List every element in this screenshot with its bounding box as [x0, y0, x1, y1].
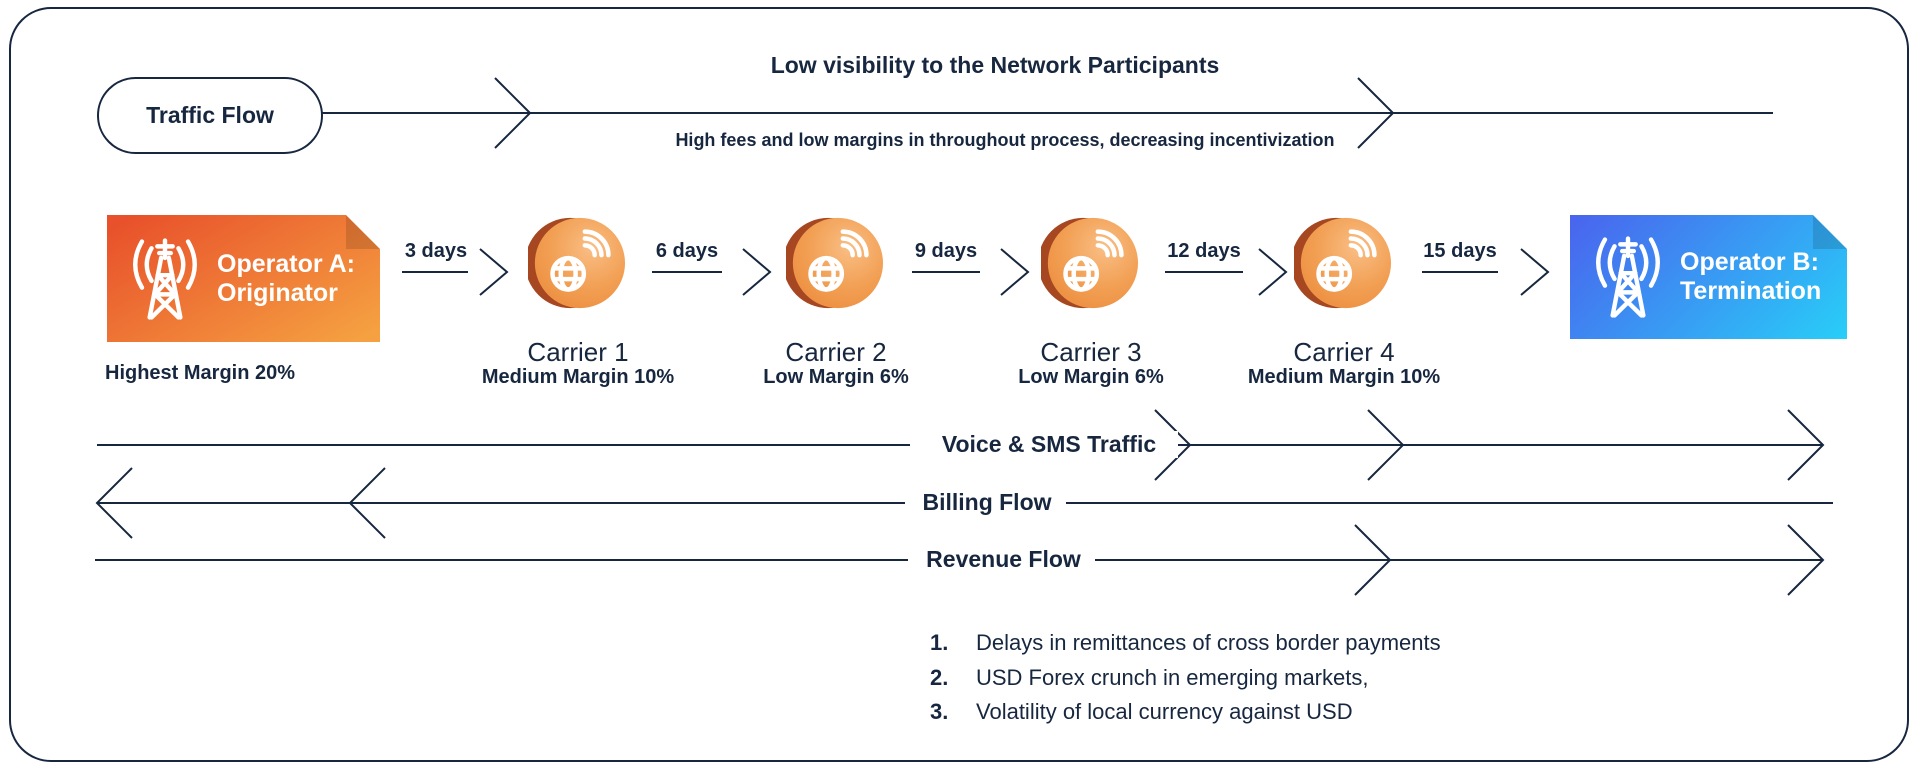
carrier-1-margin: Medium Margin 10% [481, 366, 675, 388]
carrier-4-name: Carrier 4 [1293, 337, 1395, 367]
delay-label-5: 15 days [1423, 240, 1497, 262]
carrier-4-globe-icon [1294, 217, 1392, 309]
delay-label-2: 6 days [655, 240, 719, 262]
note-2-text: USD Forex crunch in emerging markets, [976, 665, 1369, 690]
outer-rounded-border [9, 7, 1909, 762]
note-3-number: 3. [930, 699, 949, 724]
note-1-number: 1. [930, 630, 949, 655]
voice-sms-traffic-label: Voice & SMS Traffic [920, 431, 1178, 458]
carrier-4-margin: Medium Margin 10% [1247, 366, 1441, 388]
note-item-1: 1. Delays in remittances of cross border… [930, 629, 1441, 657]
revenue-flow-label: Revenue Flow [912, 546, 1095, 573]
operator-a-line1: Operator A: [217, 249, 355, 278]
delay-label-4: 12 days [1167, 240, 1241, 262]
note-3-text: Volatility of local currency against USD [976, 699, 1353, 724]
delay-label-1: 3 days [404, 240, 468, 262]
operator-a-line2: Originator [217, 278, 338, 307]
carrier-2-name: Carrier 2 [785, 337, 887, 367]
traffic-flow-badge: Traffic Flow [97, 77, 323, 154]
note-2-number: 2. [930, 665, 949, 690]
note-1-text: Delays in remittances of cross border pa… [976, 630, 1441, 655]
operator-a-box: Operator A: Originator [107, 215, 380, 342]
radio-tower-icon [117, 229, 213, 329]
carrier-2-margin: Low Margin 6% [763, 366, 909, 388]
delay-label-3: 9 days [914, 240, 978, 262]
operator-b-box: Operator B: Termination [1570, 215, 1847, 339]
carrier-2-globe-icon [786, 217, 884, 309]
carrier-3-margin: Low Margin 6% [1018, 366, 1164, 388]
carrier-3-name: Carrier 3 [1040, 337, 1142, 367]
traffic-flow-badge-label: Traffic Flow [146, 102, 274, 128]
carrier-1-name: Carrier 1 [527, 337, 629, 367]
note-item-2: 2. USD Forex crunch in emerging markets, [930, 664, 1368, 692]
carrier-3-globe-icon [1041, 217, 1139, 309]
billing-flow-label: Billing Flow [908, 489, 1066, 516]
carrier-1-globe-icon [528, 217, 626, 309]
operator-b-line1: Operator B: [1680, 248, 1819, 276]
header-subtitle: High fees and low margins in throughout … [675, 130, 1335, 150]
operator-a-label: Operator A: Originator [217, 250, 355, 308]
header-title: Low visibility to the Network Participan… [770, 52, 1220, 78]
note-item-3: 3. Volatility of local currency against … [930, 698, 1353, 726]
operator-a-margin: Highest Margin 20% [105, 362, 296, 384]
radio-tower-icon [1580, 227, 1676, 327]
operator-b-line2: Termination [1680, 277, 1822, 305]
operator-b-label: Operator B: Termination [1680, 248, 1821, 306]
